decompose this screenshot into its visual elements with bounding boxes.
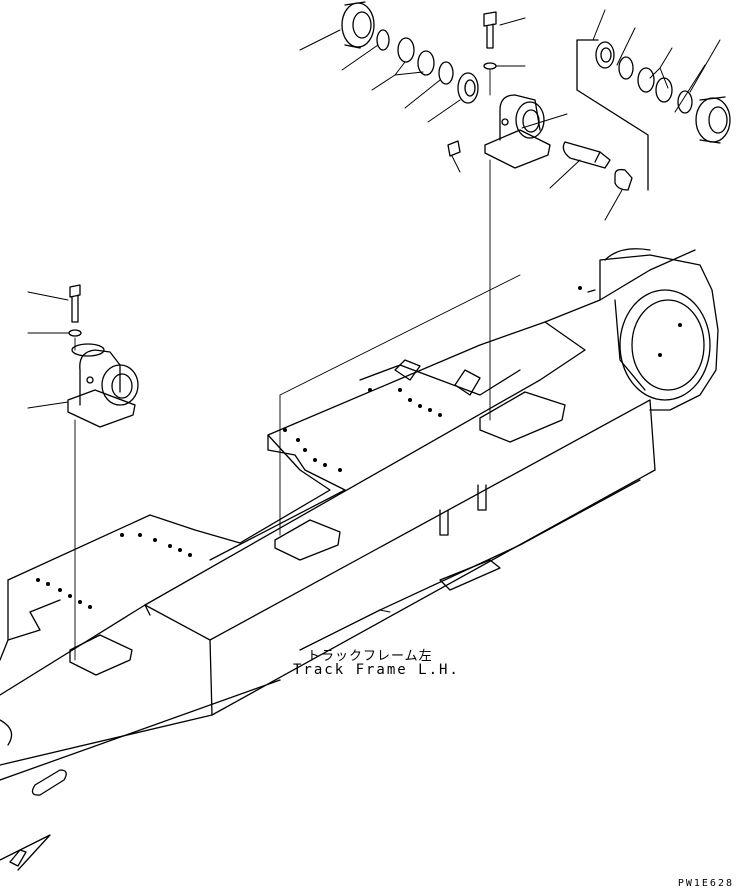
drawing-number: PW1E628 <box>677 878 734 889</box>
roller-parts-left <box>342 2 478 103</box>
frame-label-leader <box>380 610 390 612</box>
track-frame-caption-english: Track Frame L.H. <box>293 662 460 678</box>
pillow-block-left <box>68 344 138 427</box>
grease-fitting <box>448 141 460 156</box>
group-bracket <box>577 40 648 190</box>
leader-lines <box>28 10 720 408</box>
roller-parts-right <box>596 42 730 143</box>
bolt-upper <box>484 12 496 69</box>
pin-and-bushing <box>563 142 632 190</box>
bolt-holes <box>36 286 682 609</box>
assembly-lines <box>75 70 520 660</box>
bolt-left <box>69 285 81 336</box>
track-frame <box>0 249 718 870</box>
track-frame-caption-japanese: トラックフレーム左 <box>307 649 433 664</box>
pillow-block-upper <box>485 95 550 168</box>
